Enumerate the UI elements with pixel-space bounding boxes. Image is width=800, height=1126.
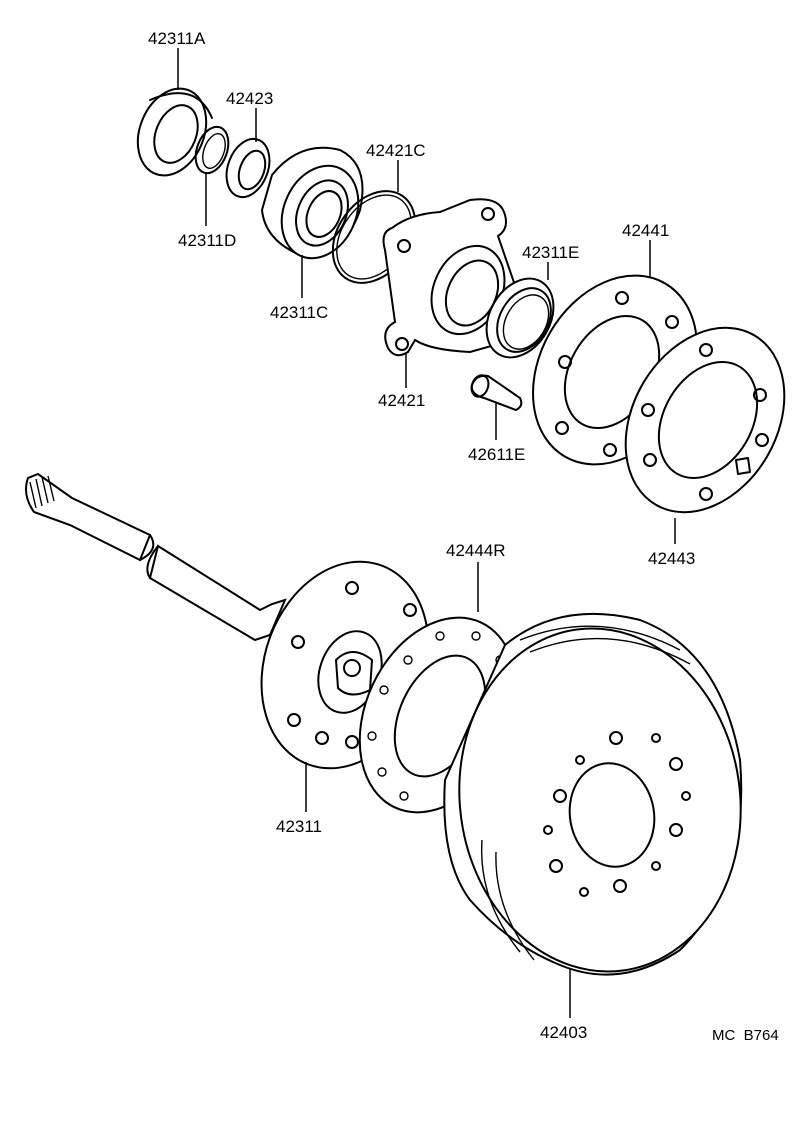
retainer-ring-part[interactable]	[473, 267, 567, 370]
part-number-label: 42421C	[366, 141, 426, 160]
part-number-label: 42423	[226, 89, 273, 108]
brake-drum-part[interactable]	[437, 610, 762, 990]
part-number-label: 42421	[378, 391, 425, 410]
part-number-label: 42403	[540, 1023, 587, 1042]
hub-bolt-part[interactable]	[469, 373, 523, 412]
axle-shaft-part[interactable]	[25, 472, 287, 642]
leader-lines	[177, 48, 676, 1018]
part-number-label: 42311	[276, 817, 322, 836]
part-number-label: 42311C	[270, 303, 328, 322]
part-number-label: 42311D	[178, 231, 236, 250]
part-labels: 42311A 42423 42421C 42311D 42311C 42311E…	[148, 29, 779, 1044]
part-number-label: 42444R	[446, 541, 506, 560]
bearing-spacer-part[interactable]	[219, 133, 277, 203]
snap-ring-part[interactable]	[190, 122, 235, 177]
diagram-code-label: MC B764	[712, 1027, 779, 1044]
backing-plate-part[interactable]	[594, 299, 800, 541]
part-number-label: 42311A	[148, 29, 206, 48]
part-number-label: 42611E	[468, 445, 525, 464]
part-number-label: 42441	[622, 221, 669, 240]
part-number-label: 42443	[648, 549, 695, 568]
bearing-retainer-part[interactable]	[382, 198, 522, 357]
part-number-label: 42311E	[522, 243, 579, 262]
oil-seal-part[interactable]	[125, 78, 218, 185]
